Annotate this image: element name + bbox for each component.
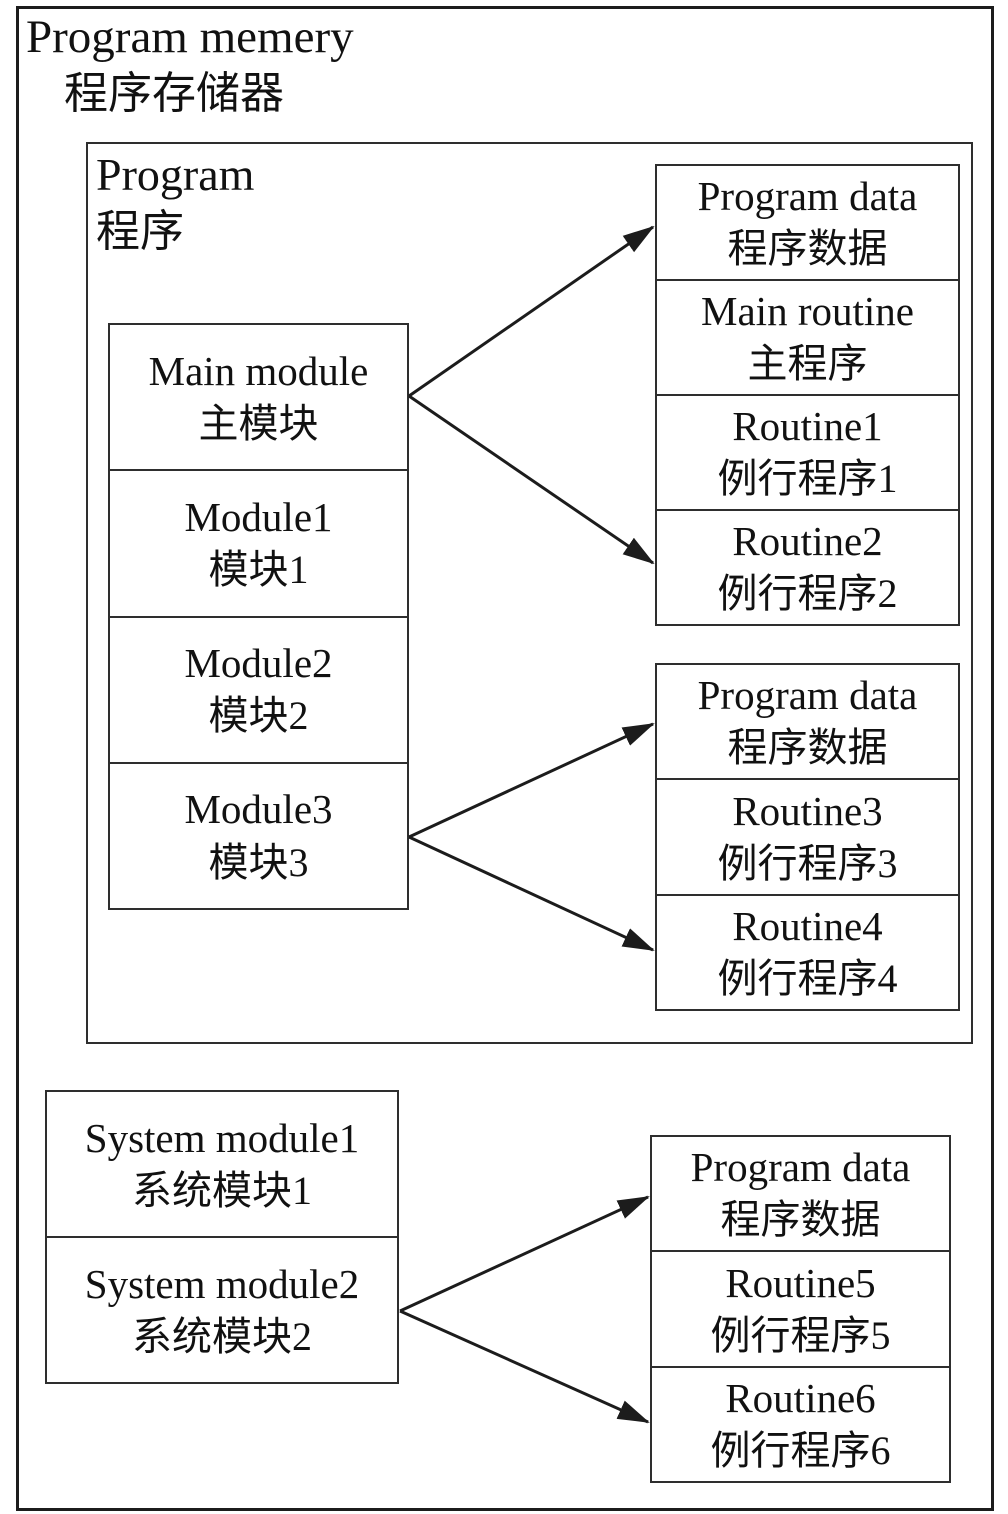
program-box [86,142,973,1044]
block2-program-data-zh: 程序数据 [727,725,888,771]
system-module1-zh: 系统模块1 [132,1167,312,1213]
program-memory-box [16,6,994,1511]
block3-routine6-cell: Routine6 例行程序6 [652,1365,949,1481]
module1-label-en: Module1 [184,493,333,540]
routine-block-2: Program data 程序数据 Routine3 例行程序3 Routine… [655,663,960,1011]
block3-program-data-cell: Program data 程序数据 [652,1137,949,1250]
block1-routine2-cell: Routine2 例行程序2 [657,509,958,624]
block1-main-routine-zh: 主程序 [747,341,868,387]
program-modules-box: Main module 主模块 Module1 模块1 Module2 模块2 … [108,323,409,910]
block2-routine3-cell: Routine3 例行程序3 [657,778,958,893]
block3-routine5-zh: 例行程序5 [710,1312,891,1358]
program-memory-title-zh: 程序存储器 [64,69,284,118]
block3-routine6-zh: 例行程序6 [710,1427,891,1473]
module2-label-zh: 模块2 [208,693,309,739]
module3-cell: Module3 模块3 [110,761,407,908]
block1-routine1-cell: Routine1 例行程序1 [657,394,958,509]
main-module-cell: Main module 主模块 [110,325,407,469]
module2-cell: Module2 模块2 [110,615,407,762]
program-label-zh: 程序 [96,207,184,256]
block1-routine2-en: Routine2 [732,518,883,565]
system-modules-box: System module1 系统模块1 System module2 系统模块… [45,1090,399,1384]
block2-routine4-cell: Routine4 例行程序4 [657,893,958,1009]
program-label-en: Program [96,149,255,200]
routine-block-3: Program data 程序数据 Routine5 例行程序5 Routine… [650,1135,951,1483]
block1-program-data-cell: Program data 程序数据 [657,166,958,279]
routine-block-1: Program data 程序数据 Main routine 主程序 Routi… [655,164,960,626]
block2-program-data-cell: Program data 程序数据 [657,665,958,778]
block1-program-data-en: Program data [697,173,918,220]
module3-label-en: Module3 [184,786,333,833]
module1-label-zh: 模块1 [208,547,309,593]
system-module2-en: System module2 [84,1260,360,1307]
block1-program-data-zh: 程序数据 [727,226,888,272]
block1-routine2-zh: 例行程序2 [717,571,898,617]
block3-program-data-zh: 程序数据 [720,1197,881,1243]
module3-label-zh: 模块3 [208,839,309,885]
block1-routine1-zh: 例行程序1 [717,456,898,502]
system-module2-cell: System module2 系统模块2 [47,1236,397,1382]
module1-cell: Module1 模块1 [110,469,407,615]
block2-routine3-zh: 例行程序3 [717,840,898,886]
system-module1-en: System module1 [84,1114,360,1161]
block3-routine5-en: Routine5 [725,1259,876,1306]
block2-routine4-en: Routine4 [732,902,883,949]
block1-main-routine-en: Main routine [701,288,914,335]
block2-program-data-en: Program data [697,672,918,719]
block1-routine1-en: Routine1 [732,403,883,450]
block1-main-routine-cell: Main routine 主程序 [657,279,958,394]
module2-label-en: Module2 [184,640,333,687]
program-memory-title-en: Program memery [26,11,354,63]
block3-program-data-en: Program data [690,1144,911,1191]
main-module-label-zh: 主模块 [198,400,319,446]
block3-routine6-en: Routine6 [725,1374,876,1421]
system-module1-cell: System module1 系统模块1 [47,1092,397,1236]
block3-routine5-cell: Routine5 例行程序5 [652,1250,949,1365]
main-module-label-en: Main module [148,347,369,394]
block2-routine4-zh: 例行程序4 [717,955,898,1001]
block2-routine3-en: Routine3 [732,787,883,834]
system-module2-zh: 系统模块2 [132,1313,312,1359]
